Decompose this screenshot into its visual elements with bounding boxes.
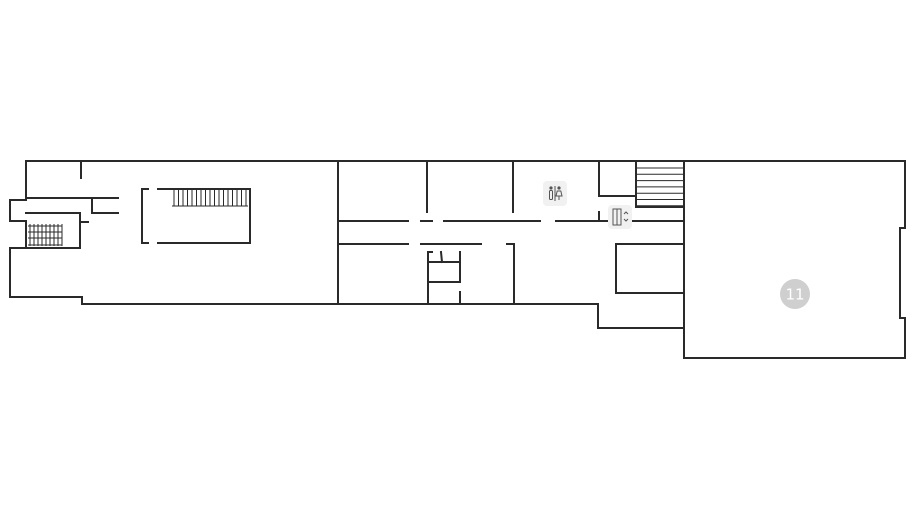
central-room-walls: [337, 160, 685, 305]
elevator-icon[interactable]: [608, 205, 632, 229]
unit-badge[interactable]: 11: [780, 279, 810, 309]
restroom-icon[interactable]: [543, 181, 567, 206]
unit-badge-label: 11: [785, 286, 804, 304]
stair-west: [28, 225, 62, 246]
stair-east: [635, 160, 685, 208]
west-wing-walls: [25, 160, 251, 249]
stair-west-treads: [29, 224, 63, 246]
east-block-area[interactable]: [683, 160, 906, 359]
stair-north-west: [172, 190, 248, 207]
